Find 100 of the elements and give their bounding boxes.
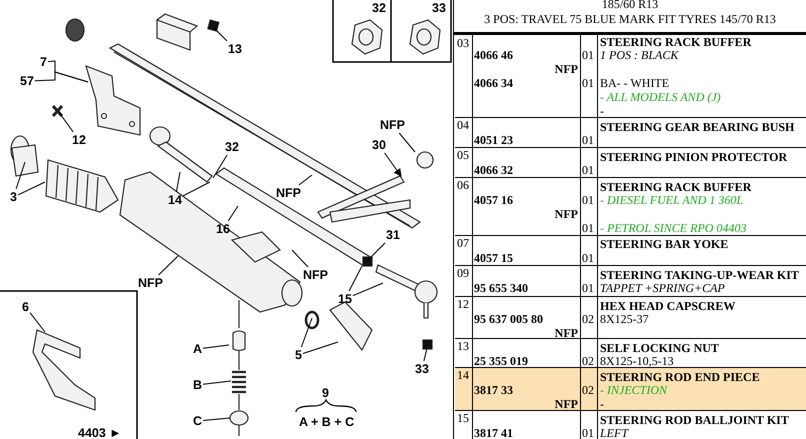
quantity: 01 [582, 133, 594, 148]
leader-line [202, 344, 230, 349]
quantity: 01 [582, 193, 594, 208]
callout-label: NFP [303, 268, 328, 282]
quantity: 02 [582, 312, 594, 327]
part-number: 3817 33 [474, 383, 513, 398]
callout-label: A [193, 342, 202, 356]
callout-label: B [193, 378, 202, 392]
leader-line [228, 206, 238, 222]
quantity: 01 [582, 426, 594, 439]
callout-number: 9 [322, 386, 329, 400]
part-note: LEFT [600, 426, 628, 439]
part-number: 4057 15 [474, 251, 513, 266]
leader-line [158, 256, 178, 276]
callout-label: 6 [22, 300, 29, 314]
leader-line [214, 28, 228, 42]
part-description: STEERING PINION PROTECTOR [600, 150, 788, 165]
leader-line [16, 162, 26, 190]
callout-label: 3 [10, 190, 17, 204]
application-note: - PETROL SINCE RPO 04403 [600, 221, 746, 236]
quantity: 01 [582, 281, 594, 296]
leader-line [300, 318, 312, 348]
table-heading: 185/60 R13 [602, 0, 658, 12]
callout-label: 33 [415, 362, 429, 376]
leader-line [302, 342, 338, 354]
reference-number: 09 [457, 266, 469, 281]
part-number: 4066 34 [474, 76, 513, 91]
reference-number: 06 [457, 178, 469, 193]
part-number: 4057 16 [474, 193, 513, 208]
callout-label: NFP [138, 276, 163, 290]
leader-line [352, 282, 384, 296]
callout-label: NFP [380, 118, 405, 132]
part-description: HEX HEAD CAPSCREW [600, 299, 736, 314]
part-number: 4066 46 [474, 48, 513, 63]
formula-label: A + B + C [299, 415, 354, 429]
page-reference: 4403 ► [78, 426, 122, 439]
quantity: 01 [582, 76, 594, 91]
callout-label: 16 [216, 222, 230, 236]
callout-label: 13 [228, 42, 242, 56]
leader-line [202, 418, 230, 421]
part-number: 95 655 340 [474, 281, 528, 296]
part-number: 3817 41 [474, 426, 513, 439]
part-note: 1 POS : BLACK [600, 48, 678, 63]
callout-label: 32 [225, 140, 239, 154]
leader-line [176, 172, 180, 192]
callout-label: 7 [40, 55, 47, 69]
leader-line [182, 182, 210, 196]
reference-number: 13 [457, 339, 469, 354]
quantity: 01 [582, 251, 594, 266]
callout-label: C [193, 414, 202, 428]
reference-number: 03 [457, 36, 469, 51]
leader-line [348, 266, 362, 292]
part-description: STEERING BAR YOKE [600, 237, 728, 252]
leader-line [423, 348, 428, 362]
part-description: STEERING GEAR BEARING BUSH [600, 120, 794, 135]
callout-label: NFP [276, 186, 301, 200]
quantity: 01 [582, 221, 594, 236]
leader-line [202, 380, 232, 385]
callout-number: 33 [432, 1, 446, 15]
callout-label: 57 [20, 74, 34, 88]
part-number: 4051 23 [474, 133, 513, 148]
callout-label: 31 [386, 228, 400, 242]
leader-line [292, 250, 308, 268]
part-note: - [600, 397, 604, 412]
part-note: TAPPET +SPRING+CAP [600, 281, 725, 296]
leader-line [58, 110, 74, 132]
quantity: 02 [582, 383, 594, 398]
part-description: STEERING TAKING-UP-WEAR KIT [600, 268, 799, 283]
application-note: - ALL MODELS AND (J) [600, 90, 721, 105]
reference-number: 14 [457, 368, 469, 383]
callout-label: 15 [338, 292, 352, 306]
quantity: 01 [582, 163, 594, 178]
leader-line [368, 242, 386, 260]
table-heading: 3 POS: TRAVEL 75 BLUE MARK FIT TYRES 145/70 R13 [484, 12, 776, 27]
callout-label: 14 [168, 193, 182, 207]
reference-number: 15 [457, 411, 469, 426]
leader-line [30, 312, 46, 332]
part-number: 4066 32 [474, 163, 513, 178]
nfp-marker: NFP [554, 207, 578, 222]
part-description: SELF LOCKING NUT [600, 341, 719, 356]
application-note: - DIESEL FUEL AND 1 360L [600, 193, 744, 208]
callout-label: 5 [295, 348, 302, 362]
nfp-marker: NFP [554, 326, 578, 341]
part-description: STEERING ROD END PIECE [600, 370, 760, 385]
leader-line [384, 152, 402, 177]
leader-line [18, 182, 46, 196]
part-note: 8X125-10,5-13 [600, 354, 674, 369]
part-note: - [600, 104, 604, 119]
nfp-marker: NFP [554, 62, 578, 77]
part-note: 8X125-37 [600, 312, 649, 327]
callout-number: 32 [372, 1, 386, 15]
leader-line [34, 71, 88, 82]
callout-label: 12 [72, 133, 86, 147]
reference-number: 05 [457, 148, 469, 163]
quantity: 01 [582, 48, 594, 63]
reference-number: 04 [457, 118, 469, 133]
part-note: BA- - WHITE [600, 76, 670, 91]
part-number: 25 355 019 [474, 354, 528, 369]
reference-number: 12 [457, 297, 469, 312]
nfp-marker: NFP [554, 397, 578, 412]
